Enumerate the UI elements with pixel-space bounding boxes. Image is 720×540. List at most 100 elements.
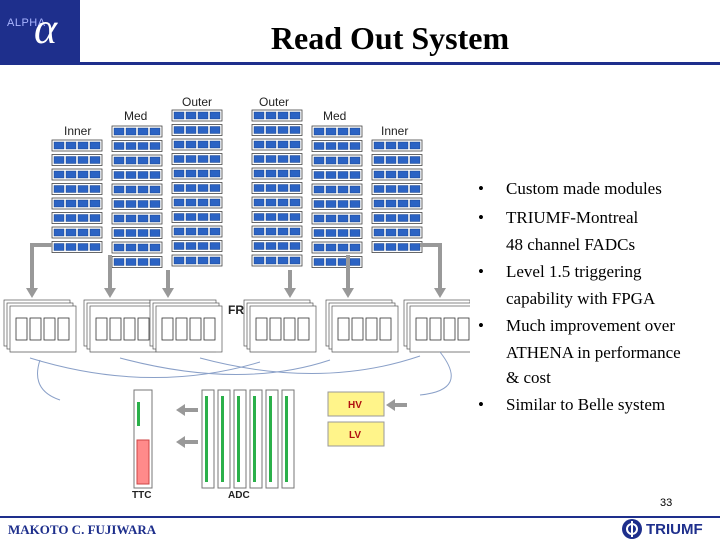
preamp-board	[111, 125, 163, 138]
footer-rule	[0, 516, 720, 518]
cabling	[29, 351, 452, 401]
alpha-symbol-icon: α	[34, 4, 58, 53]
slide-header: ALPHA α Read Out System	[0, 0, 720, 62]
frc-arrowheads	[26, 288, 446, 298]
adc-connections	[185, 403, 407, 444]
preamp-crates	[51, 109, 423, 268]
frc-board	[403, 299, 470, 353]
slide-title: Read Out System	[270, 20, 510, 56]
preamp-board	[171, 225, 223, 238]
preamp-board	[251, 254, 303, 267]
triumf-wheel-icon	[622, 519, 642, 539]
adc-board	[217, 389, 231, 489]
bullet-line: TRIUMF-Montreal	[506, 208, 639, 227]
preamp-board	[51, 183, 103, 195]
preamp-board	[51, 241, 103, 253]
preamp-board	[51, 168, 103, 181]
preamp-board	[311, 183, 363, 196]
adc-board	[281, 389, 295, 489]
preamp-board	[371, 241, 423, 253]
preamp-board	[251, 109, 303, 122]
preamp-board	[311, 125, 363, 138]
preamp-board	[251, 211, 303, 223]
slide-footer: MAKOTO C. FUJIWARA TRIUMF	[0, 516, 720, 540]
preamp-board	[111, 241, 163, 254]
adc-board	[201, 389, 215, 489]
preamp-board	[111, 140, 163, 152]
preamp-board	[311, 140, 363, 152]
author-name: MAKOTO C. FUJIWARA	[8, 522, 157, 537]
bullet-item: Similar to Belle system	[476, 390, 720, 419]
lv-supply	[327, 421, 385, 447]
preamp-board	[111, 256, 163, 268]
label-adc: ADC	[228, 490, 250, 501]
alpha-logo: ALPHA α	[0, 0, 80, 62]
hv-supply	[327, 391, 385, 417]
adc-modules	[201, 389, 295, 489]
preamp-board	[171, 240, 223, 252]
preamp-board	[371, 154, 423, 166]
preamp-board	[111, 169, 163, 181]
preamp-board	[111, 183, 163, 196]
preamp-board	[251, 167, 303, 180]
preamp-board	[251, 182, 303, 194]
bullet-item: Custom made modules	[476, 174, 720, 203]
preamp-board	[311, 169, 363, 181]
bullet-line: & cost	[506, 368, 551, 387]
label-inner-right: Inner	[381, 124, 408, 138]
label-outer-left: Outer	[182, 95, 212, 109]
preamp-board	[171, 124, 223, 136]
preamp-board	[371, 168, 423, 181]
label-ttc: TTC	[132, 490, 151, 501]
label-lv: LV	[349, 430, 361, 441]
preamp-board	[251, 124, 303, 136]
bullet-line: Level 1.5 triggering	[506, 262, 642, 281]
adc-board	[249, 389, 263, 489]
preamp-board	[51, 154, 103, 166]
preamp-board	[171, 211, 223, 223]
label-med-right: Med	[323, 109, 346, 123]
frc-board	[243, 299, 317, 353]
preamp-board	[171, 167, 223, 180]
bullet-line: Custom made modules	[506, 179, 662, 198]
preamp-board	[111, 212, 163, 225]
preamp-board	[371, 197, 423, 210]
preamp-board	[171, 254, 223, 267]
preamp-board	[51, 226, 103, 239]
bullet-list: Custom made modulesTRIUMF-Montreal 48 cha…	[476, 174, 720, 419]
preamp-board	[371, 139, 423, 152]
bullet-line: ATHENA in performance	[506, 343, 681, 362]
preamp-board	[111, 198, 163, 210]
preamp-board	[251, 138, 303, 151]
adc-board	[265, 389, 279, 489]
preamp-board	[51, 212, 103, 224]
page-number: 33	[660, 497, 673, 509]
preamp-board	[311, 256, 363, 268]
frc-boards	[3, 299, 470, 353]
frc-connections	[30, 243, 442, 288]
frc-board	[83, 299, 157, 353]
ttc-module	[133, 389, 153, 489]
bullet-line: Similar to Belle system	[506, 395, 666, 414]
preamp-board	[171, 196, 223, 209]
preamp-board	[251, 196, 303, 209]
preamp-board	[51, 197, 103, 210]
bullet-item: Level 1.5 triggering capability with FPGA	[476, 257, 720, 311]
preamp-board	[371, 212, 423, 224]
preamp-board	[171, 109, 223, 122]
bullet-line: capability with FPGA	[506, 289, 656, 308]
adc-board	[233, 389, 247, 489]
bullet-line: 48 channel FADCs	[506, 235, 636, 254]
label-hv: HV	[348, 400, 362, 411]
preamp-board	[311, 198, 363, 210]
preamp-board	[311, 227, 363, 239]
preamp-board	[171, 182, 223, 194]
triumf-logo-text: TRIUMF	[646, 521, 703, 538]
preamp-board	[311, 154, 363, 167]
preamp-board	[311, 212, 363, 225]
preamp-board	[111, 227, 163, 239]
preamp-board	[371, 183, 423, 195]
preamp-board	[311, 241, 363, 254]
bullet-item: TRIUMF-Montreal 48 channel FADCs	[476, 203, 720, 257]
